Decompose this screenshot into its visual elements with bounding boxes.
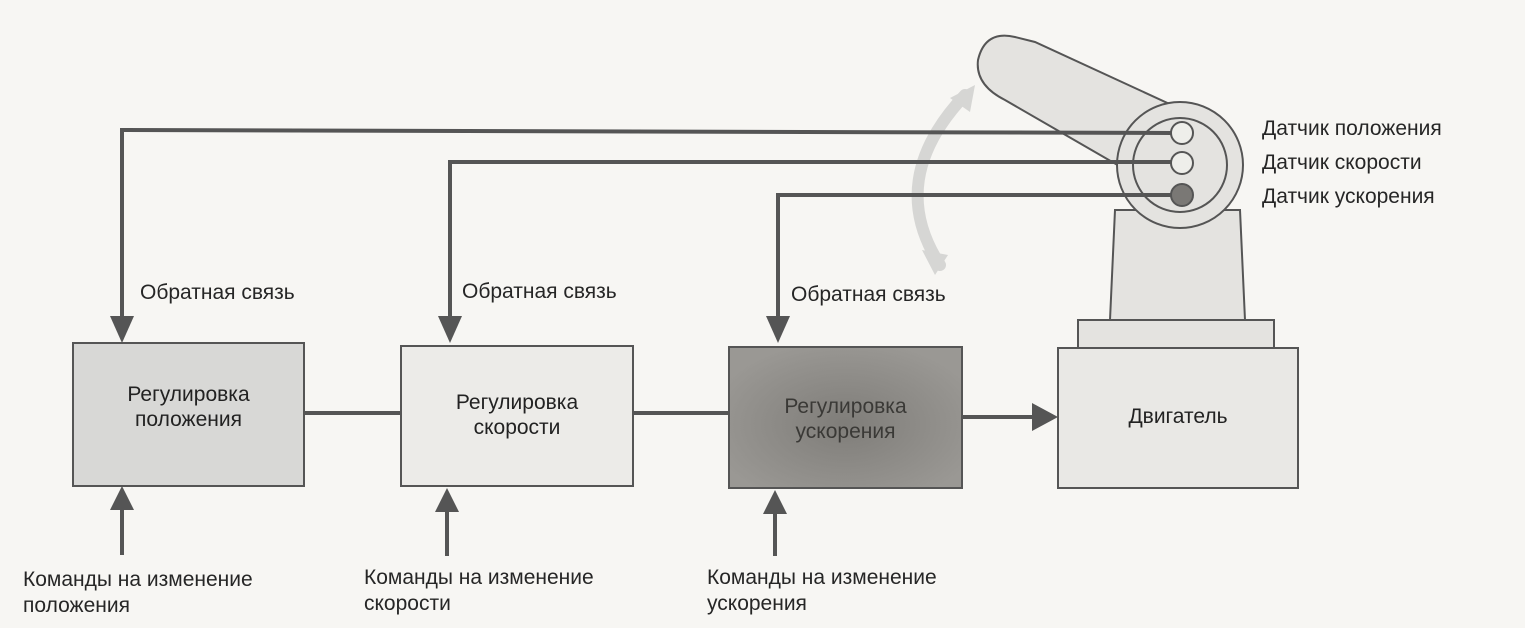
acceleration-feedback-arrow	[766, 316, 790, 343]
position-feedback-label: Обратная связь	[140, 281, 295, 304]
position-feedback-line	[120, 127, 1173, 322]
position-command-line2: положения	[23, 594, 130, 617]
speed-sensor-icon	[1170, 151, 1194, 175]
rotation-arrow-bottom	[922, 250, 948, 275]
sensor-labels: Датчик положения Датчик скорости Датчик …	[1262, 112, 1442, 214]
position-sensor-label: Датчик положения	[1262, 117, 1442, 140]
acceleration-sensor-icon	[1170, 183, 1194, 207]
motor-block-label: Двигатель	[1058, 404, 1298, 429]
motor-input-arrow	[1032, 403, 1058, 431]
acceleration-feedback-line	[776, 193, 1172, 322]
acceleration-block-line2: ускорения	[795, 420, 896, 443]
position-block-line1: Регулировка	[127, 383, 250, 406]
motor-block	[1057, 347, 1299, 489]
speed-control-block	[400, 345, 634, 487]
acceleration-block-label: Регулировка ускорения	[729, 394, 962, 444]
speed-sensor-label: Датчик скорости	[1262, 151, 1422, 174]
position-control-block	[72, 342, 305, 487]
position-feedback-arrow	[110, 316, 134, 343]
rotation-arc	[911, 89, 971, 271]
acceleration-block-line1: Регулировка	[784, 395, 907, 418]
speed-command-label: Команды на изменение скорости	[364, 565, 594, 617]
position-command-line1: Команды на изменение	[23, 568, 253, 591]
acceleration-control-block	[728, 346, 963, 489]
speed-command-arrow	[435, 488, 459, 512]
speed-command-line2: скорости	[364, 592, 451, 615]
robot-arm	[911, 34, 1275, 349]
acceleration-command-line2: ускорения	[707, 592, 807, 615]
position-block-line2: положения	[135, 408, 242, 431]
motor-label: Двигатель	[1128, 405, 1228, 428]
acceleration-command-arrow	[763, 490, 787, 514]
acceleration-feedback-label: Обратная связь	[791, 283, 946, 306]
speed-block-line1: Регулировка	[455, 391, 579, 414]
position-sensor-icon	[1170, 121, 1194, 145]
speed-feedback-line	[448, 160, 1172, 322]
acceleration-command-line1: Команды на изменение	[707, 566, 937, 589]
arm-base	[1077, 319, 1275, 349]
speed-block-label: Регулировка скорости	[401, 390, 633, 440]
acceleration-command-label: Команды на изменение ускорения	[707, 565, 937, 617]
position-command-arrow	[110, 486, 134, 510]
speed-feedback-label: Обратная связь	[462, 280, 617, 303]
position-block-label: Регулировка положения	[73, 382, 304, 432]
acceleration-sensor-label: Датчик ускорения	[1262, 185, 1435, 208]
rotation-arrow-top	[950, 85, 975, 112]
feedback-lines	[120, 127, 1173, 322]
speed-block-line2: скорости	[473, 416, 561, 439]
position-command-label: Команды на изменение положения	[23, 567, 253, 619]
speed-command-line1: Команды на изменение	[364, 566, 594, 589]
speed-feedback-arrow	[438, 316, 462, 343]
